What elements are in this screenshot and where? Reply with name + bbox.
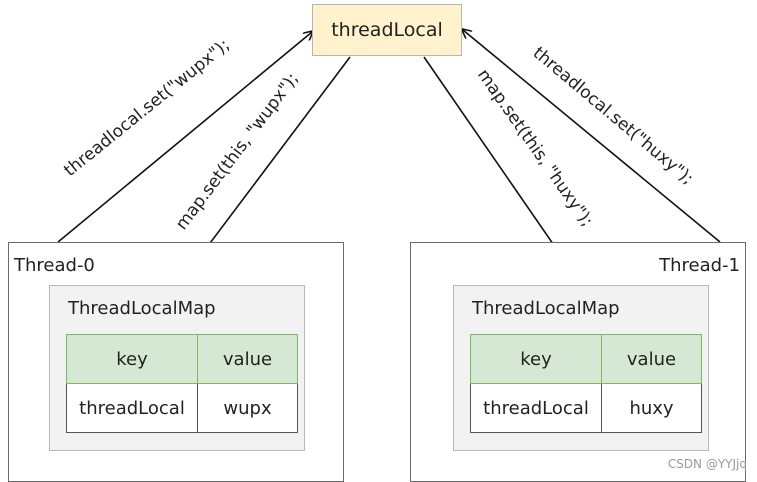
thread-0-map: ThreadLocalMap key value threadLocal wup… [49, 285, 305, 451]
key-cell: threadLocal [66, 383, 198, 433]
value-cell: wupx [197, 383, 298, 433]
threadlocal-node: threadLocal [312, 4, 462, 56]
watermark: CSDN @YYJjq [667, 457, 747, 471]
thread-0-label: Thread-0 [14, 255, 95, 276]
table-row: threadLocal wupx [66, 383, 298, 433]
table-row: threadLocal huxy [470, 383, 702, 433]
value-header: value [197, 334, 298, 384]
thread-1-map-table: key value threadLocal huxy [470, 334, 702, 433]
value-header: value [601, 334, 702, 384]
arrow-thread0-to-threadlocal [57, 32, 312, 243]
threadlocal-node-label: threadLocal [331, 19, 443, 41]
thread-0-map-table: key value threadLocal wupx [66, 334, 298, 433]
thread-1-box: Thread-1 ThreadLocalMap key value thread… [410, 242, 746, 482]
table-header-row: key value [66, 334, 298, 384]
key-cell: threadLocal [470, 383, 602, 433]
thread-0-map-title: ThreadLocalMap [68, 298, 216, 319]
thread-0-box: Thread-0 ThreadLocalMap key value thread… [8, 242, 344, 482]
arrow-thread1-to-threadlocal [463, 30, 721, 243]
table-header-row: key value [470, 334, 702, 384]
thread-1-map: ThreadLocalMap key value threadLocal hux… [453, 285, 709, 451]
key-header: key [66, 334, 198, 384]
value-cell: huxy [601, 383, 702, 433]
thread-1-label: Thread-1 [659, 255, 740, 276]
thread-1-map-title: ThreadLocalMap [472, 298, 620, 319]
key-header: key [470, 334, 602, 384]
